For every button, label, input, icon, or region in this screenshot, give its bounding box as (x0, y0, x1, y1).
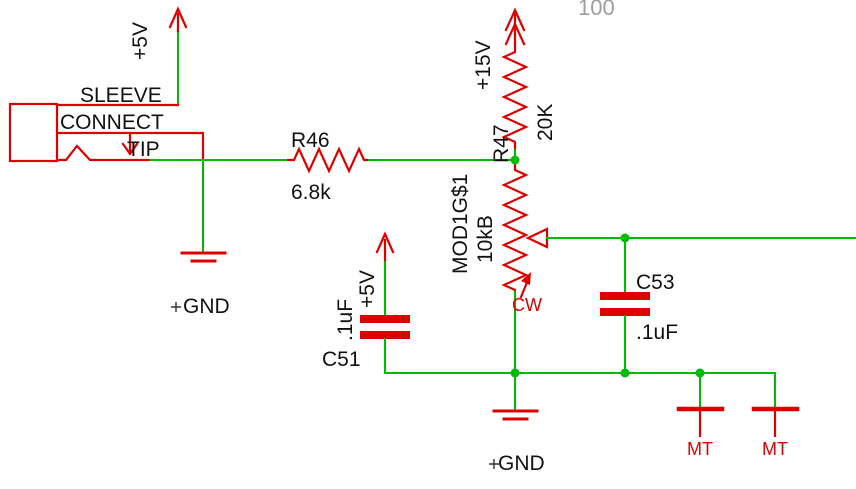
potentiometer-mod1: MOD1G$1 10kB CW (449, 159, 549, 374)
r47-zigzag (501, 42, 529, 152)
jack-tip-label: TIP (127, 138, 160, 161)
mt-pad-left: MT (676, 372, 725, 459)
r46-value-label: 6.8k (291, 181, 331, 204)
c53-plate-bottom (600, 308, 650, 316)
junction-dot (510, 368, 520, 378)
power-15v-label: +15V (472, 40, 495, 90)
gnd-left-label: GND (183, 295, 230, 318)
jack-sleeve-label: SLEEVE (80, 84, 162, 107)
pot-zigzag (501, 159, 529, 294)
power-5v-c51-head-icon (375, 231, 395, 254)
power-15v-head2-icon (504, 21, 526, 46)
c53-value-label: .1uF (636, 321, 678, 344)
origin-cross-icon (171, 302, 181, 312)
ground-symbol-left: GND (171, 159, 230, 318)
jack-switch-arrow-icon (121, 142, 139, 156)
power-5v-c51-label: +5V (356, 270, 379, 308)
r46-zigzag (286, 146, 369, 174)
jack-connector: SLEEVE CONNECT TIP (8, 84, 205, 163)
pot-value-label: 10kB (474, 215, 497, 263)
mt-left-label: MT (687, 439, 713, 459)
mt-pad-right: MT (751, 372, 800, 459)
capacitor-c51: +5V .1uF C51 (322, 231, 410, 374)
pot-cw-label: CW (512, 295, 542, 315)
pot-cw-arrow-head-icon (521, 272, 531, 285)
c53-plate-top (600, 292, 650, 300)
origin-cross-icon (489, 459, 499, 469)
c51-ref-label: C51 (322, 348, 361, 371)
r46-ref-label: R46 (291, 129, 330, 152)
power-5v-label: +5V (129, 22, 152, 60)
power-flag-5v-left: +5V (129, 6, 188, 60)
c51-value-label: .1uF (334, 299, 357, 341)
capacitor-c53: C53 .1uF (600, 237, 678, 374)
jack-tip-contact (55, 144, 152, 162)
power-flag-15v: +15V (472, 7, 526, 90)
jack-connect-line (55, 131, 205, 162)
pot-ref-label: MOD1G$1 (449, 174, 472, 274)
mt-right-label: MT (762, 439, 788, 459)
c51-plate-bottom (360, 331, 410, 339)
junction-dots (510, 155, 705, 378)
junction-dot (510, 155, 520, 165)
c51-plate-top (360, 315, 410, 323)
c53-ref-label: C53 (636, 271, 675, 294)
power-arrow-head-icon (168, 6, 188, 29)
junction-dot (695, 368, 705, 378)
page-number: 100 (578, 0, 615, 20)
pot-wiper-arrow-icon (525, 227, 549, 249)
ground-symbol-center: GND (489, 372, 545, 475)
gnd-center-label: GND (498, 452, 545, 475)
jack-connect-label: CONNECT (60, 111, 164, 134)
jack-body (8, 102, 59, 163)
power-15v-head1-icon (504, 7, 526, 32)
junction-dot (620, 233, 630, 243)
r47-ref-label: R47 (490, 124, 513, 163)
junction-dot (620, 368, 630, 378)
resistor-r47: R47 20K (490, 42, 557, 163)
resistor-r46: R46 6.8k (286, 129, 369, 204)
r47-value-label: 20K (534, 104, 557, 141)
